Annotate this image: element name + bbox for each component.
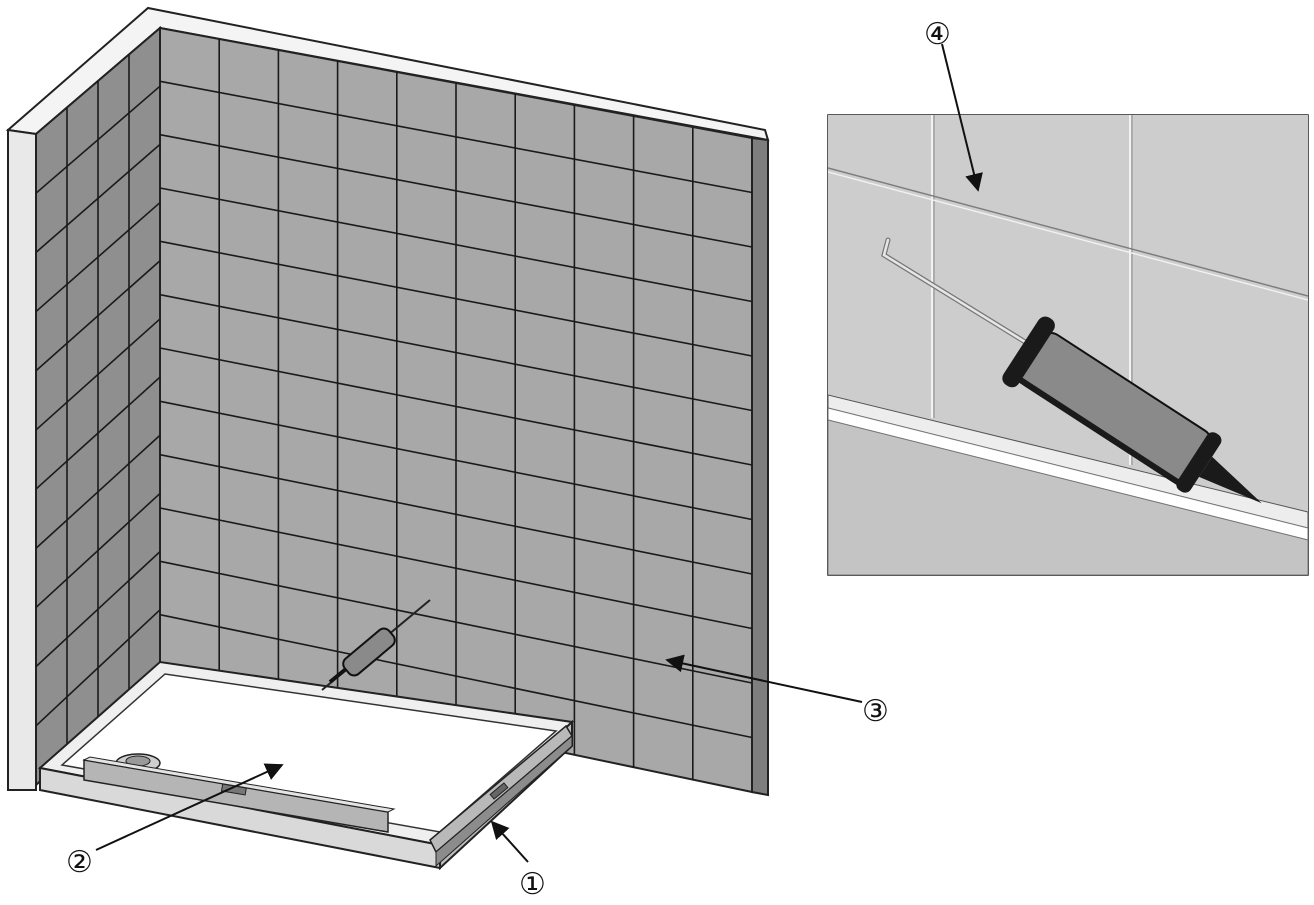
grout-line-horizontal xyxy=(35,143,161,253)
grout-line-horizontal xyxy=(35,201,161,313)
caulking-gun-icon xyxy=(321,599,431,691)
callout-1: ① xyxy=(519,867,546,902)
grout-line-horizontal xyxy=(159,293,753,412)
grout-line-horizontal xyxy=(35,492,161,609)
grout-line-horizontal xyxy=(35,318,161,431)
tiled-wall-assembly xyxy=(5,6,770,797)
grout-line-horizontal xyxy=(35,376,161,490)
detail-inset xyxy=(827,114,1309,576)
side-wall-end xyxy=(7,128,37,791)
callout-3: ③ xyxy=(862,694,889,729)
grout-line-horizontal xyxy=(159,560,753,684)
grout-line-horizontal xyxy=(35,260,161,372)
back-wall-end xyxy=(751,136,769,797)
grout-line-horizontal xyxy=(159,347,753,466)
grout-line-horizontal xyxy=(159,240,753,357)
grout-line-horizontal xyxy=(159,400,753,521)
arrow-4 xyxy=(941,43,983,192)
back-wall-grout-lines xyxy=(159,39,753,780)
grout-line-horizontal xyxy=(35,85,161,194)
grout-line-horizontal xyxy=(159,187,753,303)
grout-line-horizontal xyxy=(159,80,753,194)
leader-arrows xyxy=(95,43,983,863)
grout-line-horizontal xyxy=(159,453,753,575)
grout-line-horizontal xyxy=(159,133,753,248)
callout-4: ④ xyxy=(924,17,951,52)
side-wall-grout-lines xyxy=(35,54,161,756)
grout-line-horizontal xyxy=(35,434,161,549)
arrow-2 xyxy=(95,763,284,851)
grout-line-horizontal xyxy=(35,551,161,668)
grout-line-horizontal xyxy=(35,609,161,727)
arrow-3 xyxy=(665,654,863,703)
spirit-level-side-icon xyxy=(429,724,573,868)
callout-2: ② xyxy=(66,845,93,880)
grout-line-horizontal xyxy=(159,507,753,630)
grout-line-horizontal xyxy=(159,613,753,739)
caulking-gun-detail-icon xyxy=(881,237,1262,504)
arrow-1 xyxy=(490,820,529,863)
